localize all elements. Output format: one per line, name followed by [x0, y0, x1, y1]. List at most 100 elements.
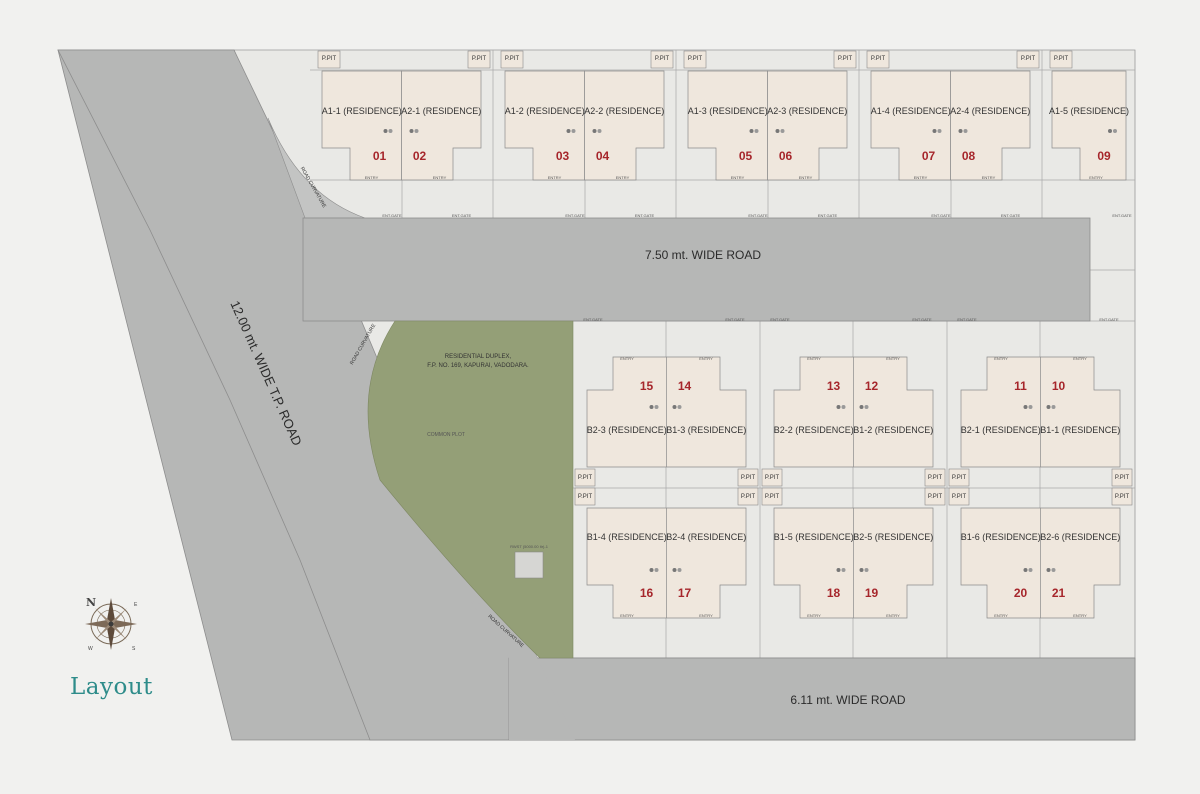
unit-label-03: A1-2 (RESIDENCE)	[505, 106, 585, 116]
road-bottom-join	[470, 600, 575, 740]
entry-label: ENTRY	[1073, 613, 1087, 618]
entry-label: ENTRY	[620, 356, 634, 361]
unit-number-09: 09	[1097, 149, 1111, 163]
unit-number-02: 02	[413, 149, 427, 163]
unit-number-18: 18	[827, 586, 841, 600]
ppit-label: P.PIT	[1021, 56, 1036, 62]
entry-label: ENTRY	[799, 175, 813, 180]
ppit-box	[467, 50, 491, 69]
unit-number-08: 08	[962, 149, 976, 163]
ppit-box	[1049, 50, 1073, 69]
unit-label-08: A2-4 (RESIDENCE)	[950, 106, 1030, 116]
unit-label-12: B1-2 (RESIDENCE)	[853, 425, 933, 435]
unit-label-11: B2-1 (RESIDENCE)	[961, 425, 1041, 435]
ent-gate-label: ENT.GATE	[635, 213, 655, 218]
ppit-label: P.PIT	[928, 475, 943, 481]
ent-gate-label: ENT.GATE	[912, 317, 932, 322]
unit-number-01: 01	[373, 149, 387, 163]
ppit-label: P.PIT	[928, 494, 943, 500]
meter-icon	[864, 405, 869, 409]
ppit-box	[1111, 487, 1133, 506]
meter-icon	[649, 568, 654, 572]
site-name-line2: F.P. NO. 169, KAPURAI, VADODARA.	[427, 363, 529, 369]
ppit-label: P.PIT	[655, 56, 670, 62]
ent-gate-label: ENT.GATE	[583, 317, 603, 322]
meter-icon	[677, 568, 682, 572]
meter-icon	[1023, 405, 1028, 409]
unit-label-02: A2-1 (RESIDENCE)	[401, 106, 481, 116]
ppit-box	[650, 50, 674, 69]
entry-label: ENTRY	[731, 175, 745, 180]
ppit-label: P.PIT	[688, 56, 703, 62]
meter-icon	[937, 129, 942, 133]
unit-footprint	[767, 70, 848, 181]
meter-icon	[1108, 129, 1112, 133]
unit-number-05: 05	[739, 149, 753, 163]
unit-label-14: B1-3 (RESIDENCE)	[666, 425, 746, 435]
meter-icon	[841, 405, 846, 409]
ppit-label: P.PIT	[578, 475, 593, 481]
unit-number-21: 21	[1052, 586, 1066, 600]
ppit-label: P.PIT	[765, 475, 780, 481]
road-label-top: 7.50 mt. WIDE ROAD	[645, 248, 761, 262]
ent-gate-label: ENT.GATE	[1001, 213, 1021, 218]
unit-number-13: 13	[827, 379, 841, 393]
ppit-box	[737, 487, 759, 506]
meter-icon	[775, 129, 780, 133]
road-label-bottom: 6.11 mt. WIDE ROAD	[790, 693, 905, 707]
unit-number-03: 03	[556, 149, 570, 163]
meter-icon	[388, 129, 393, 133]
ppit-label: P.PIT	[952, 475, 967, 481]
meter-icon	[1046, 568, 1051, 572]
ent-gate-label: ENT.GATE	[931, 213, 951, 218]
meter-icon	[383, 129, 388, 133]
ent-gate-label: ENT.GATE	[1112, 213, 1132, 218]
common-plot-label: COMMON PLOT	[427, 432, 465, 438]
meter-icon	[571, 129, 576, 133]
unit-label-18: B1-5 (RESIDENCE)	[774, 532, 854, 542]
meter-icon	[592, 129, 597, 133]
unit-footprint	[1051, 70, 1127, 181]
meter-icon	[780, 129, 785, 133]
ent-gate-label: ENT.GATE	[1099, 317, 1119, 322]
unit-label-17: B2-4 (RESIDENCE)	[666, 532, 746, 542]
ppit-label: P.PIT	[578, 494, 593, 500]
unit-footprint	[950, 70, 1031, 181]
entry-label: ENTRY	[433, 175, 447, 180]
ppit-box	[737, 468, 759, 487]
unit-number-06: 06	[779, 149, 793, 163]
ppit-box	[833, 50, 857, 69]
unit-number-11: 11	[1014, 379, 1027, 393]
meter-icon	[566, 129, 571, 133]
meter-icon	[597, 129, 602, 133]
entry-label: ENTRY	[620, 613, 634, 618]
ppit-box	[924, 468, 946, 487]
ppit-box	[761, 468, 783, 487]
ent-gate-label: ENT.GATE	[748, 213, 768, 218]
unit-footprint	[401, 70, 482, 181]
ppit-label: P.PIT	[838, 56, 853, 62]
ppit-box	[1016, 50, 1040, 69]
ent-gate-label: ENT.GATE	[818, 213, 838, 218]
compass-w: W	[88, 646, 93, 652]
unit-label-19: B2-5 (RESIDENCE)	[853, 532, 933, 542]
unit-label-01: A1-1 (RESIDENCE)	[322, 106, 402, 116]
meter-icon	[864, 568, 869, 572]
meter-icon	[932, 129, 937, 133]
entry-label: ENTRY	[914, 175, 928, 180]
unit-label-10: B1-1 (RESIDENCE)	[1040, 425, 1120, 435]
ppit-label: P.PIT	[505, 56, 520, 62]
entry-label: ENTRY	[699, 356, 713, 361]
ent-gate-label: ENT.GATE	[382, 213, 402, 218]
unit-label-09: A1-5 (RESIDENCE)	[1049, 106, 1129, 116]
entry-label: ENTRY	[886, 613, 900, 618]
ppit-box	[866, 50, 890, 69]
entry-label: ENTRY	[365, 175, 379, 180]
meter-icon	[859, 405, 864, 409]
